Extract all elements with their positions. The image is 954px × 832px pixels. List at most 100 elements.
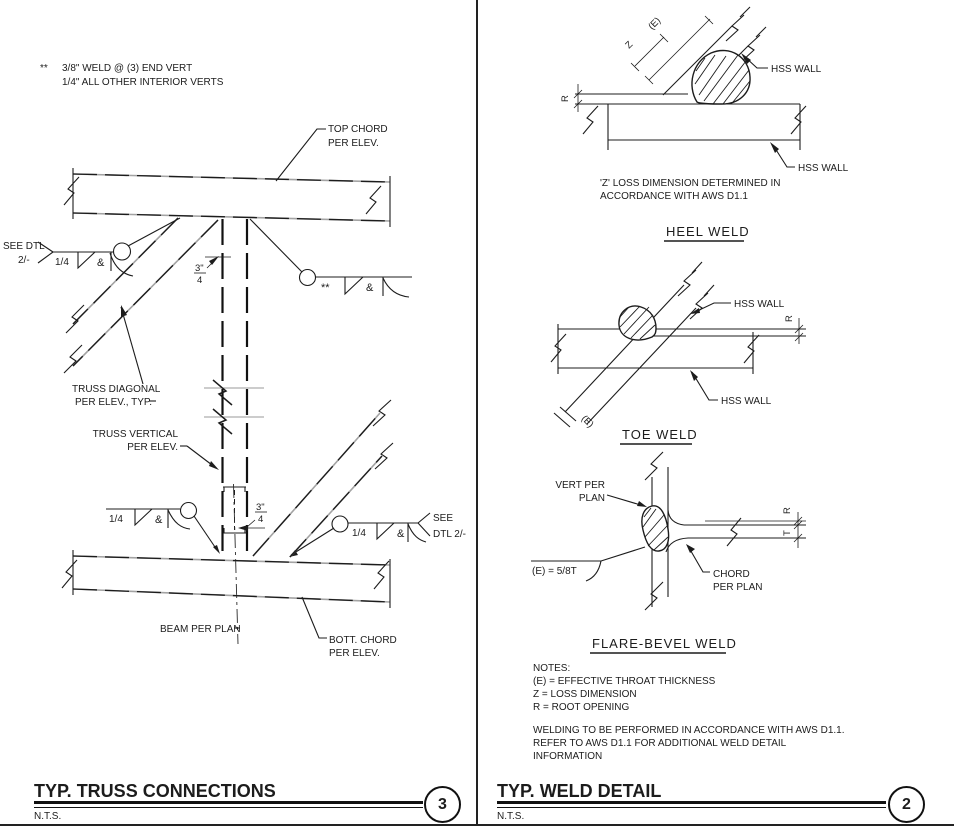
note-line-2: 1/4" ALL OTHER INTERIOR VERTS <box>62 77 224 88</box>
weld-all-around-icon <box>331 515 349 533</box>
heel-weld-title: HEEL WELD <box>666 224 750 239</box>
weld-all-around-icon <box>298 268 317 287</box>
weld-size: 1/4 <box>352 528 366 539</box>
left-title-rule-thick <box>34 801 423 804</box>
right-scale-label: N.T.S. <box>497 811 525 822</box>
dim-r-label: R <box>560 95 571 102</box>
weld-symbol-bottom-left: 1/4 & <box>106 501 220 554</box>
hss-wall-label: HSS WALL <box>734 299 785 310</box>
left-title-rule-thin <box>34 806 423 808</box>
truss-vertical-label: TRUSS VERTICAL PER ELEV. <box>93 429 219 470</box>
right-title-rule-thick <box>497 801 886 804</box>
top-chord-label-1: TOP CHORD <box>328 124 388 135</box>
dim-e-label: (E) <box>579 413 596 430</box>
toe-weld-hatch <box>619 305 656 340</box>
panel-divider-line <box>476 0 478 826</box>
truss-connections-drawing: ** 3/8" WELD @ (3) END VERT 1/4" ALL OTH… <box>3 63 466 659</box>
dim-three-quarter-top: 3" 4 <box>194 256 231 286</box>
top-chord-label: TOP CHORD PER ELEV. <box>275 124 388 182</box>
right-detail-number: 2 <box>902 795 911 813</box>
flare-bevel-weld-hatch <box>642 507 669 551</box>
chord-per-plan-label-2: PER PLAN <box>713 582 762 593</box>
vert-per-plan-label-1: VERT PER <box>555 480 605 491</box>
weld-all-around-icon <box>179 501 198 520</box>
dim-r-label: R <box>782 507 793 514</box>
notes-line-4: WELDING TO BE PERFORMED IN ACCORDANCE WI… <box>533 725 845 736</box>
bottom-chord <box>61 550 391 608</box>
weld-size: 1/4 <box>109 514 123 525</box>
fillet-weld-icon <box>344 276 364 296</box>
fraction-numerator: 3" <box>195 263 204 274</box>
effective-throat-note: (E) = 5/8T <box>532 566 577 577</box>
fraction-numerator: 3" <box>256 502 265 513</box>
truss-diagonal-label: TRUSS DIAGONAL PER ELEV., TYP. <box>72 305 161 408</box>
top-chord-label-2: PER ELEV. <box>328 138 379 149</box>
weld-size: 1/4 <box>55 257 69 268</box>
heel-weld-detail: R (E) Z HSS WALL <box>560 6 849 242</box>
note-marker: ** <box>40 63 48 74</box>
fillet-weld-icon <box>134 508 153 527</box>
top-chord <box>63 168 391 227</box>
flare-bevel-title: FLARE-BEVEL WELD <box>592 636 737 651</box>
dim-t-label: T <box>782 530 793 536</box>
beam-label: BEAM PER PLAN <box>160 624 241 635</box>
ampersand: & <box>397 528 405 540</box>
weld-symbol-top-right: ** & <box>249 218 412 298</box>
weld-detail-drawing: R (E) Z HSS WALL <box>531 6 849 762</box>
left-detail-number: 3 <box>438 795 447 813</box>
z-loss-note-1: 'Z' LOSS DIMENSION DETERMINED IN <box>600 178 781 189</box>
see-dtl-label-2: DTL 2/- <box>433 529 466 540</box>
beam-centerline <box>233 483 239 645</box>
dim-r-label: R <box>784 315 795 322</box>
dim-three-quarter-bottom: 3" 4 <box>238 502 267 531</box>
truss-diagonal-lower <box>252 399 394 558</box>
weld-symbol-top-left: SEE DTL 2/- 1/4 & <box>3 217 181 277</box>
dim-e-label: (E) <box>646 15 663 32</box>
fillet-weld-icon <box>77 251 96 270</box>
truss-diagonal-label-2: PER ELEV., TYP. <box>75 397 152 408</box>
truss-vertical-label-2: PER ELEV. <box>127 442 178 453</box>
see-dtl-label-1: SEE <box>433 513 453 524</box>
notes-line-2: Z = LOSS DIMENSION <box>533 689 637 700</box>
weld-all-around-icon <box>112 242 132 261</box>
ampersand: & <box>366 282 374 294</box>
note-line-1: 3/8" WELD @ (3) END VERT <box>62 63 192 74</box>
weld-note-marker: ** <box>321 282 330 294</box>
toe-weld-detail: R (E) HSS WALL HSS WALL TOE WELD <box>550 261 806 445</box>
z-loss-note-2: ACCORDANCE WITH AWS D1.1 <box>600 191 748 202</box>
right-detail-title: TYP. WELD DETAIL <box>497 781 662 801</box>
left-detail-title: TYP. TRUSS CONNECTIONS <box>34 781 276 801</box>
left-scale-label: N.T.S. <box>34 811 62 822</box>
fraction-denominator: 4 <box>197 275 202 286</box>
truss-vertical-member <box>204 219 264 556</box>
toe-weld-title: TOE WELD <box>622 427 698 442</box>
general-note: ** 3/8" WELD @ (3) END VERT 1/4" ALL OTH… <box>40 63 224 88</box>
right-detail-number-bubble: 2 <box>888 786 925 823</box>
notes-line-3: R = ROOT OPENING <box>533 702 629 713</box>
notes-header: NOTES: <box>533 663 570 674</box>
weld-symbol-bottom-right: 1/4 & SEE DTL 2/- <box>289 512 466 557</box>
fillet-weld-icon <box>376 522 395 541</box>
hss-wall-label: HSS WALL <box>721 396 772 407</box>
sheet-bottom-line <box>0 824 954 826</box>
truss-diagonal-label-1: TRUSS DIAGONAL <box>72 384 161 395</box>
bott-chord-label-1: BOTT. CHORD <box>329 635 397 646</box>
right-title-rule-thin <box>497 806 886 808</box>
ampersand: & <box>97 257 105 269</box>
see-dtl-label-2: 2/- <box>18 255 30 266</box>
weld-notes: NOTES: (E) = EFFECTIVE THROAT THICKNESS … <box>533 663 845 762</box>
beam-per-plan-label: BEAM PER PLAN <box>160 624 241 635</box>
bott-chord-label-2: PER ELEV. <box>329 648 380 659</box>
notes-line-1: (E) = EFFECTIVE THROAT THICKNESS <box>533 676 716 687</box>
notes-line-5: REFER TO AWS D1.1 FOR ADDITIONAL WELD DE… <box>533 738 787 749</box>
fraction-denominator: 4 <box>258 514 263 525</box>
chord-per-plan-label-1: CHORD <box>713 569 750 580</box>
hss-wall-label: HSS WALL <box>771 64 822 75</box>
hss-wall-label: HSS WALL <box>798 163 849 174</box>
ampersand: & <box>155 514 163 526</box>
truss-vertical-label-1: TRUSS VERTICAL <box>93 429 179 440</box>
heel-weld-hatch <box>694 54 751 105</box>
bott-chord-label: BOTT. CHORD PER ELEV. <box>301 596 397 659</box>
truss-diagonal-upper <box>63 217 219 374</box>
